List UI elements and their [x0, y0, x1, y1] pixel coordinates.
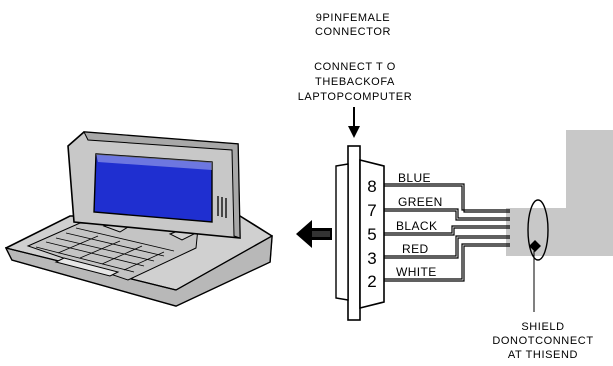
wire-label-black: BLACK: [396, 219, 437, 233]
pin-number-3: 5: [367, 225, 376, 244]
wire-red: [384, 235, 510, 257]
instruction-label: CONNECT T O THEBACKOFA LAPTOPCOMPUTER: [298, 61, 413, 103]
wire-label-white: WHITE: [396, 265, 437, 279]
shield-label: SHIELD DONOTCONNECT AT THISEND: [492, 321, 593, 361]
wire-green: [384, 208, 510, 219]
pin-number-5: 2: [367, 272, 376, 291]
wire-label-red: RED: [402, 242, 429, 256]
pin-numbers: 8 7 5 3 2: [367, 177, 376, 291]
wire-label-green: GREEN: [398, 195, 443, 209]
connector-label-line-2: CONNECTOR: [315, 26, 391, 38]
connector-label: 9PINFEMALE CONNECTOR: [315, 12, 391, 38]
shield-label-line-2: DONOTCONNECT: [492, 335, 593, 347]
instruction-label-line-2: THEBACKOFA: [315, 76, 395, 88]
direction-arrow-left-icon: [296, 220, 332, 248]
db9-female-connector: [335, 145, 385, 321]
shield-label-line-1: SHIELD: [521, 321, 564, 333]
shield-loop: [527, 199, 549, 312]
shield-label-line-3: AT THISEND: [508, 349, 578, 361]
wire-blue: [384, 185, 510, 211]
cable-jacket: [506, 130, 613, 256]
wire-black: [384, 225, 510, 234]
instruction-label-line-3: LAPTOPCOMPUTER: [298, 91, 413, 103]
pointer-arrow-down-icon: [348, 107, 360, 138]
wires: [384, 183, 510, 282]
instruction-label-line-1: CONNECT T O: [314, 61, 396, 73]
wire-label-blue: BLUE: [398, 171, 431, 185]
pin-number-1: 8: [367, 177, 376, 196]
laptop-computer-illustration: [4, 131, 273, 307]
pin-number-2: 7: [367, 201, 376, 220]
wire-white: [384, 243, 510, 280]
pin-number-4: 3: [367, 249, 376, 268]
connector-label-line-1: 9PINFEMALE: [316, 12, 390, 24]
wire-labels: BLUE GREEN BLACK RED WHITE: [396, 171, 443, 279]
